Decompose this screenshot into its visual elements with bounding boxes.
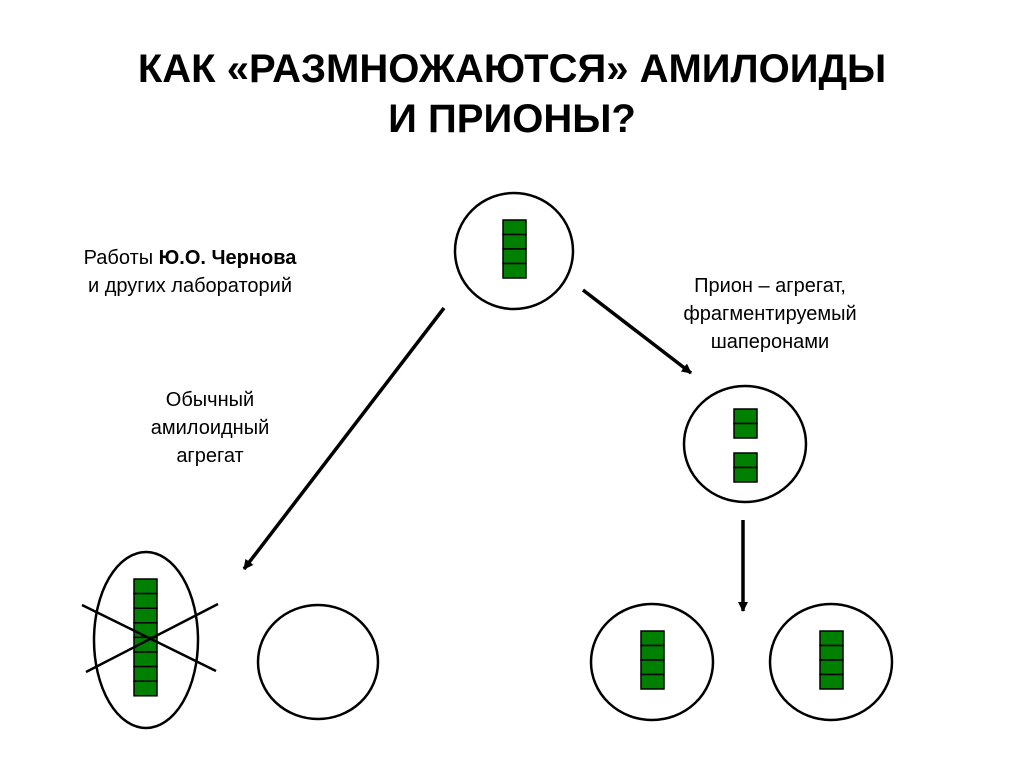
- parent-aggregate: [502, 219, 527, 279]
- aggregate-block: [133, 651, 158, 668]
- amyloid-label-line-2: амилоидный: [150, 417, 270, 439]
- amyloid-label-line-3: агрегат: [176, 445, 244, 467]
- aggregate-block: [640, 673, 665, 690]
- fragment-aggregate-bottom: [733, 452, 758, 483]
- aggregate-block: [819, 644, 844, 661]
- amyloid-arrow: [242, 306, 446, 571]
- prion-label-line-1: Прион – агрегат,: [694, 275, 846, 297]
- aggregate-block: [640, 659, 665, 676]
- cross-out-line-2: [85, 602, 219, 674]
- fragmented-cell: [682, 384, 808, 504]
- aggregate-block: [733, 452, 758, 469]
- amyloid-label-line-1: Обычный: [165, 389, 255, 411]
- credits-author: Ю.О. Чернова: [158, 247, 297, 269]
- credits-line-1: Работы Ю.О. Чернова: [40, 244, 340, 272]
- aggregate-block: [640, 644, 665, 661]
- prion-daughter-right-aggregate: [819, 630, 844, 690]
- amyloid-mother-cell: [92, 550, 200, 730]
- prion-label: Прион – агрегат, фрагментируемый шаперон…: [630, 272, 910, 356]
- fragment-aggregate-top: [733, 408, 758, 439]
- aggregate-block: [133, 578, 158, 595]
- title-line-1: КАК «РАЗМНОЖАЮТСЯ» АМИЛОИДЫ: [137, 47, 887, 91]
- aggregate-block: [502, 233, 527, 250]
- aggregate-block: [733, 422, 758, 439]
- amyloid-aggregate: [133, 578, 158, 697]
- prion-fragmentation-arrow: [581, 288, 693, 375]
- slide-title: КАК «РАЗМНОЖАЮТСЯ» АМИЛОИДЫ И ПРИОНЫ?: [0, 44, 1024, 144]
- parent-cell: [453, 191, 575, 311]
- cross-out-line-1: [81, 603, 217, 673]
- aggregate-block: [502, 219, 527, 236]
- aggregate-block: [733, 408, 758, 425]
- aggregate-block: [502, 262, 527, 279]
- amyloid-daughter-cell: [256, 603, 380, 721]
- aggregate-block: [133, 607, 158, 624]
- prion-label-line-3: шаперонами: [710, 331, 830, 353]
- credits-prefix: Работы: [83, 247, 159, 269]
- aggregate-block: [133, 680, 158, 697]
- prion-daughter-right-cell: [768, 602, 894, 722]
- amyloid-label: Обычный амилоидный агрегат: [110, 386, 310, 470]
- aggregate-block: [133, 665, 158, 682]
- aggregate-block: [819, 659, 844, 676]
- credits-note: Работы Ю.О. Чернова и других лабораторий: [40, 244, 340, 300]
- prion-daughter-left-cell: [589, 602, 715, 722]
- aggregate-block: [640, 630, 665, 647]
- aggregate-block: [133, 592, 158, 609]
- aggregate-block: [819, 630, 844, 647]
- aggregate-block: [733, 466, 758, 483]
- title-line-2: И ПРИОНЫ?: [388, 97, 636, 141]
- prion-label-line-2: фрагментируемый: [683, 303, 857, 325]
- credits-line-2: и других лабораторий: [87, 275, 293, 297]
- prion-daughter-left-aggregate: [640, 630, 665, 690]
- aggregate-block: [502, 248, 527, 265]
- aggregate-block: [819, 673, 844, 690]
